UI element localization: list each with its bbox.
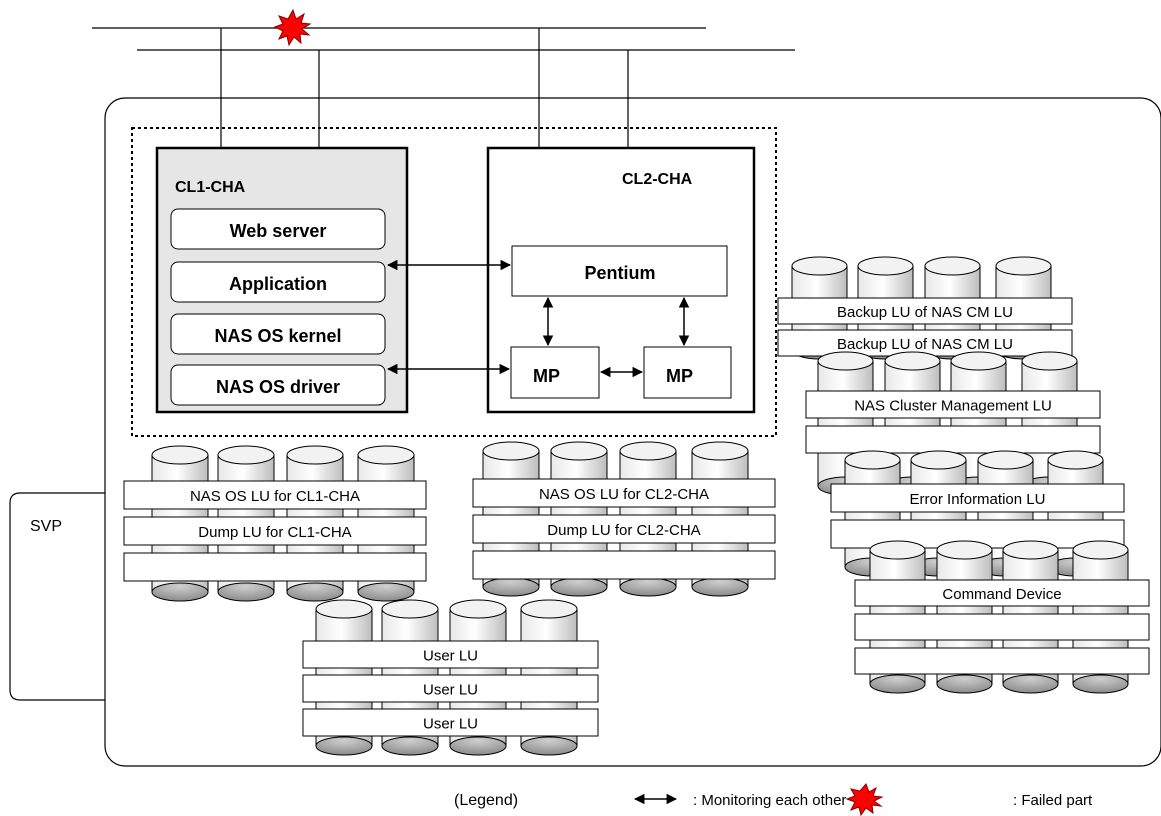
lu-label: Error Information LU: [910, 491, 1046, 508]
disk-top: [978, 451, 1033, 469]
cl2-cha-title: CL2-CHA: [622, 171, 693, 188]
lu-label: Dump LU for CL1-CHA: [198, 524, 351, 541]
disk-bottom: [521, 737, 577, 755]
disk-top: [358, 446, 414, 464]
disk-top: [382, 600, 438, 618]
disk-top: [937, 541, 992, 559]
lu-label: User LU: [423, 648, 478, 665]
cl1-cha-board: CL1-CHA Web server Application NAS OS ke…: [157, 148, 407, 412]
pentium-label: Pentium: [584, 263, 655, 283]
legend-monitoring-label: : Monitoring each other: [693, 792, 846, 809]
disk-bottom: [1003, 675, 1058, 693]
disk-bottom: [1073, 675, 1128, 693]
disk-top: [1073, 541, 1128, 559]
disk-top: [870, 541, 925, 559]
disk-bottom: [316, 737, 372, 755]
disk-top: [792, 257, 847, 275]
mp-left-label: MP: [533, 366, 560, 386]
lu-label: NAS OS LU for CL1-CHA: [190, 488, 360, 505]
disk-top: [218, 446, 274, 464]
disk-bottom: [152, 583, 208, 601]
module-application-label: Application: [229, 274, 327, 294]
lu-label: Backup LU of NAS CM LU: [837, 336, 1013, 353]
disk-top: [692, 442, 748, 460]
disk-top: [996, 257, 1051, 275]
lu-group-cl2: NAS OS LU for CL2-CHA Dump LU for CL2-CHA: [473, 442, 775, 596]
disk-top: [287, 446, 343, 464]
disk-bottom: [937, 675, 992, 693]
disk-top: [925, 257, 980, 275]
disk-bottom: [620, 578, 676, 596]
lu-label: Command Device: [942, 586, 1061, 603]
lu-label: Backup LU of NAS CM LU: [837, 304, 1013, 321]
failed-part-icon: [275, 10, 310, 45]
disk-bottom: [287, 583, 343, 601]
cl1-cha-title: CL1-CHA: [175, 179, 246, 196]
disk-bottom: [358, 583, 414, 601]
lu-label: User LU: [423, 716, 478, 733]
lu-label: NAS Cluster Management LU: [854, 398, 1052, 415]
module-web-server-label: Web server: [230, 221, 327, 241]
legend-failed-label: : Failed part: [1013, 792, 1093, 809]
disk-bottom: [483, 578, 539, 596]
disk-top: [620, 442, 676, 460]
lu-group-user: User LU User LU User LU: [303, 600, 598, 755]
disk-bottom: [692, 578, 748, 596]
disk-top: [450, 600, 506, 618]
disk-top: [951, 352, 1006, 370]
disk-bottom: [218, 583, 274, 601]
lu-label: User LU: [423, 682, 478, 699]
disk-bottom: [551, 578, 607, 596]
lu-bar: [473, 551, 775, 579]
disk-top: [858, 257, 913, 275]
disk-top: [911, 451, 966, 469]
lu-bar: [806, 426, 1100, 453]
lu-label: NAS OS LU for CL2-CHA: [539, 486, 709, 503]
lu-bar: [855, 614, 1149, 640]
disk-top: [316, 600, 372, 618]
disk-top: [483, 442, 539, 460]
lu-group-cl1: NAS OS LU for CL1-CHA Dump LU for CL1-CHA: [124, 446, 426, 601]
legend: (Legend) : Monitoring each other : Faile…: [454, 784, 1093, 815]
network-lines: [92, 28, 795, 148]
disk-bottom: [870, 675, 925, 693]
lu-bar: [855, 648, 1149, 674]
legend-failed-icon: [847, 784, 882, 815]
disk-top: [818, 352, 873, 370]
module-nas-os-kernel-label: NAS OS kernel: [214, 326, 341, 346]
lu-bar: [124, 553, 426, 581]
lu-label: Dump LU for CL2-CHA: [547, 522, 700, 539]
mp-right-label: MP: [666, 366, 693, 386]
disk-top: [1022, 352, 1077, 370]
disk-top: [152, 446, 208, 464]
module-nas-os-driver-label: NAS OS driver: [216, 377, 340, 397]
disk-top: [1048, 451, 1103, 469]
lu-group-backup: Backup LU of NAS CM LU Backup LU of NAS C…: [778, 257, 1072, 359]
disk-bottom: [382, 737, 438, 755]
disk-bottom: [450, 737, 506, 755]
disk-top: [885, 352, 940, 370]
disk-top: [551, 442, 607, 460]
disk-top: [521, 600, 577, 618]
svp-label: SVP: [30, 518, 62, 535]
legend-title: (Legend): [454, 792, 518, 809]
disk-top: [1003, 541, 1058, 559]
disk-top: [845, 451, 900, 469]
